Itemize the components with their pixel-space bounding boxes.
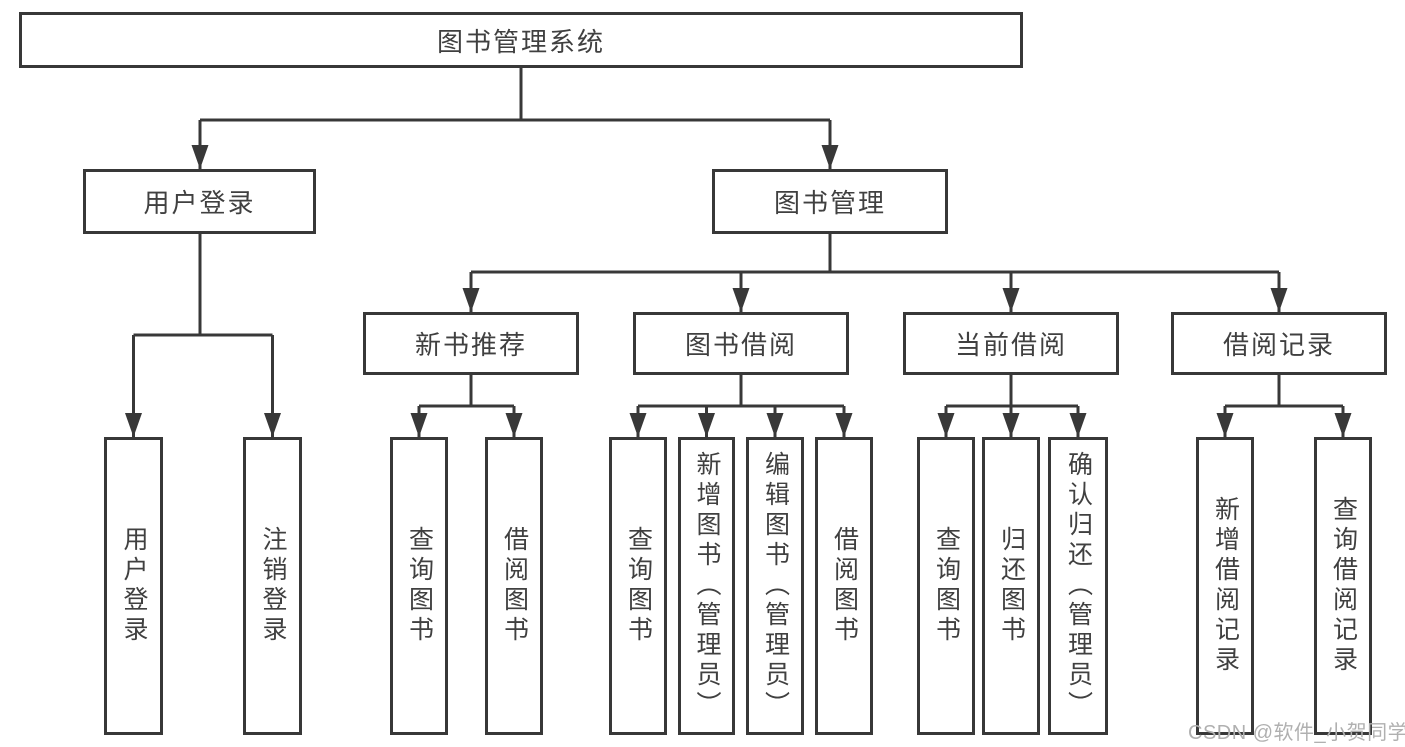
node-root: 图书管理系统 <box>19 12 1023 68</box>
node-borrowing-records: 借阅记录 <box>1171 312 1387 375</box>
csdn-watermark: CSDN @软件_小贺同学 <box>1188 722 1405 744</box>
leaf-borrow-books-recommend-label: 借阅图书 <box>500 526 529 646</box>
node-book-borrowing-label: 图书借阅 <box>684 330 797 360</box>
leaf-query-books-recommend: 查询图书 <box>390 437 448 735</box>
leaf-query-books-current: 查询图书 <box>917 437 975 735</box>
connector-book-management-children <box>462 234 1288 312</box>
node-user-login-label: 用户登录 <box>143 188 256 218</box>
connector-borrowing-records-children <box>1216 375 1352 437</box>
connector-current-borrowing-children <box>937 375 1087 437</box>
leaf-return-book: 归还图书 <box>982 437 1040 735</box>
connector-new-book-recommend-children <box>410 375 523 437</box>
leaf-add-book-admin: 新增图书（管理员） <box>678 437 735 735</box>
node-user-login: 用户登录 <box>83 169 316 234</box>
leaf-add-borrow-record-label: 新增借阅记录 <box>1211 496 1240 676</box>
node-root-label: 图书管理系统 <box>436 26 605 57</box>
connector-root-to-level1 <box>191 68 839 169</box>
node-new-book-recommend: 新书推荐 <box>363 312 579 375</box>
leaf-query-books-recommend-label: 查询图书 <box>405 526 434 646</box>
leaf-query-books-borrowing-label: 查询图书 <box>624 526 653 646</box>
leaf-confirm-return-admin: 确认归还（管理员） <box>1048 437 1108 735</box>
node-book-management-label: 图书管理 <box>773 188 886 218</box>
leaf-query-borrow-record: 查询借阅记录 <box>1314 437 1372 735</box>
leaf-query-borrow-record-label: 查询借阅记录 <box>1329 496 1358 676</box>
leaf-add-borrow-record: 新增借阅记录 <box>1196 437 1254 735</box>
leaf-query-books-current-label: 查询图书 <box>932 526 961 646</box>
leaf-borrow-books-recommend: 借阅图书 <box>485 437 543 735</box>
leaf-borrow-books-borrowing: 借阅图书 <box>815 437 873 735</box>
leaf-user-login: 用户登录 <box>104 437 163 735</box>
node-book-borrowing: 图书借阅 <box>633 312 849 375</box>
leaf-confirm-return-admin-label: 确认归还（管理员） <box>1064 451 1093 721</box>
leaf-edit-book-admin-label: 编辑图书（管理员） <box>761 451 790 721</box>
leaf-logout-label: 注销登录 <box>259 526 287 646</box>
leaf-return-book-label: 归还图书 <box>997 526 1026 646</box>
node-new-book-recommend-label: 新书推荐 <box>414 330 527 360</box>
leaf-user-login-label: 用户登录 <box>120 526 148 646</box>
leaf-edit-book-admin: 编辑图书（管理员） <box>746 437 804 735</box>
connector-book-borrowing-children <box>629 375 853 437</box>
node-book-management: 图书管理 <box>712 169 948 234</box>
connector-user-login-children <box>125 234 281 437</box>
node-current-borrowing-label: 当前借阅 <box>954 330 1067 360</box>
leaf-add-book-admin-label: 新增图书（管理员） <box>693 451 721 721</box>
node-current-borrowing: 当前借阅 <box>903 312 1119 375</box>
leaf-query-books-borrowing: 查询图书 <box>609 437 667 735</box>
leaf-borrow-books-borrowing-label: 借阅图书 <box>830 526 859 646</box>
leaf-logout: 注销登录 <box>243 437 302 735</box>
node-borrowing-records-label: 借阅记录 <box>1222 330 1335 360</box>
